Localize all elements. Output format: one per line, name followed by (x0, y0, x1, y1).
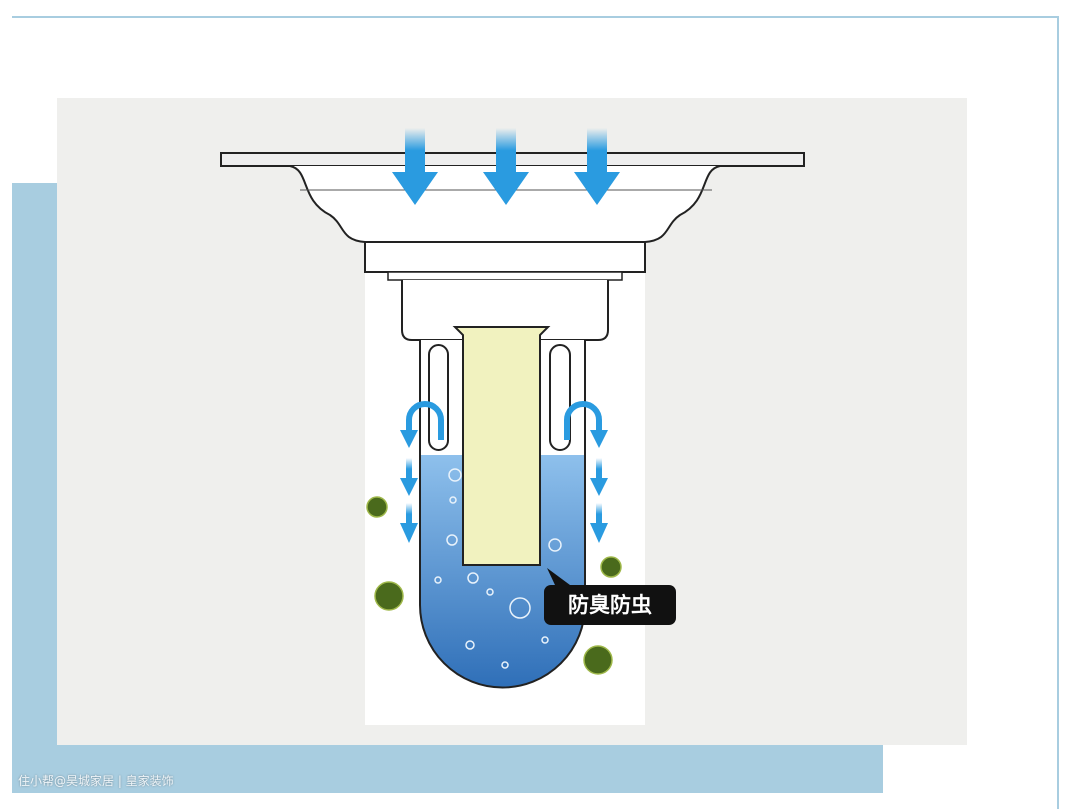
slot-left (428, 344, 449, 451)
arrow-down-icon (392, 128, 438, 205)
arrow-down-icon (574, 128, 620, 205)
drain-ring (364, 241, 646, 273)
germ-icon (366, 496, 388, 518)
arrow-down-icon (483, 128, 529, 205)
germ-icon (600, 556, 622, 578)
drip-arrows (400, 430, 608, 543)
slot-right (549, 344, 571, 451)
frame-right-line (1057, 16, 1059, 809)
flow-arrows-top (392, 128, 620, 205)
germ-icon (374, 581, 404, 611)
overflow-arrows (406, 401, 602, 440)
bubbles (434, 468, 562, 669)
frame-top-line (12, 16, 1059, 18)
trap-tube (419, 340, 586, 689)
label-pointer (547, 568, 570, 585)
inner-pipe (452, 326, 551, 566)
germ-icons (366, 496, 622, 675)
anti-odor-anti-insect-label: 防臭防虫 (544, 585, 676, 625)
water-seal (420, 455, 585, 688)
germ-icon (583, 645, 613, 675)
watermark: 住小帮@昊城家居 | 皇家装饰 (18, 774, 174, 788)
